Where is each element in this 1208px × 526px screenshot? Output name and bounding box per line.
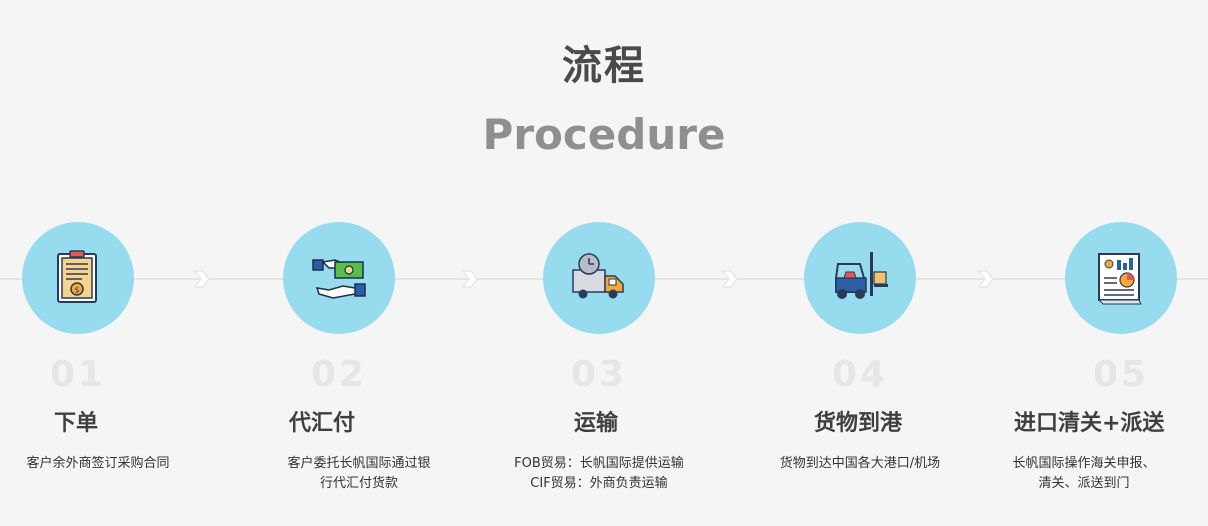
step-icon-circle	[1065, 222, 1177, 334]
step-number: 02	[310, 354, 368, 395]
step-number: 03	[570, 354, 628, 395]
step-icon-circle	[543, 222, 655, 334]
chevron-right-icon	[459, 268, 481, 290]
step-description: 客户委托长帆国际通过银 行代汇付货款	[287, 456, 431, 491]
step-icon-circle	[283, 222, 395, 334]
step-title: 运输	[574, 411, 619, 436]
step-description: FOB贸易：长帆国际提供运输 CIF贸易：外商负责运输	[514, 456, 684, 491]
step-number: 01	[49, 354, 107, 395]
step-number: 04	[831, 354, 889, 395]
page-subtitle: Procedure	[482, 110, 726, 159]
contract-document-icon: $	[57, 250, 97, 303]
chevron-right-icon	[719, 268, 741, 290]
step-description: 货物到达中国各大港口/机场	[779, 456, 941, 471]
step-title: 下单	[54, 411, 99, 436]
step-title: 代汇付	[289, 411, 356, 436]
step-description: 客户余外商签订采购合同	[26, 456, 170, 471]
forklift-icon	[835, 252, 888, 299]
step-title: 进口清关+派送	[1014, 411, 1165, 436]
step-description: 长帆国际操作海关申报、 清关、派送到门	[1012, 456, 1156, 491]
step-icon-circle: $	[22, 222, 134, 334]
delivery-truck-icon	[572, 253, 624, 299]
page-title: 流程	[562, 43, 646, 89]
money-payment-icon	[312, 259, 366, 299]
chevron-right-icon	[191, 268, 213, 290]
chevron-right-icon	[975, 268, 997, 290]
step-icon-circle	[804, 222, 916, 334]
svg-text:$: $	[74, 286, 79, 295]
step-title: 货物到港	[814, 411, 903, 436]
report-chart-icon	[1097, 253, 1142, 305]
step-number: 05	[1092, 354, 1150, 395]
